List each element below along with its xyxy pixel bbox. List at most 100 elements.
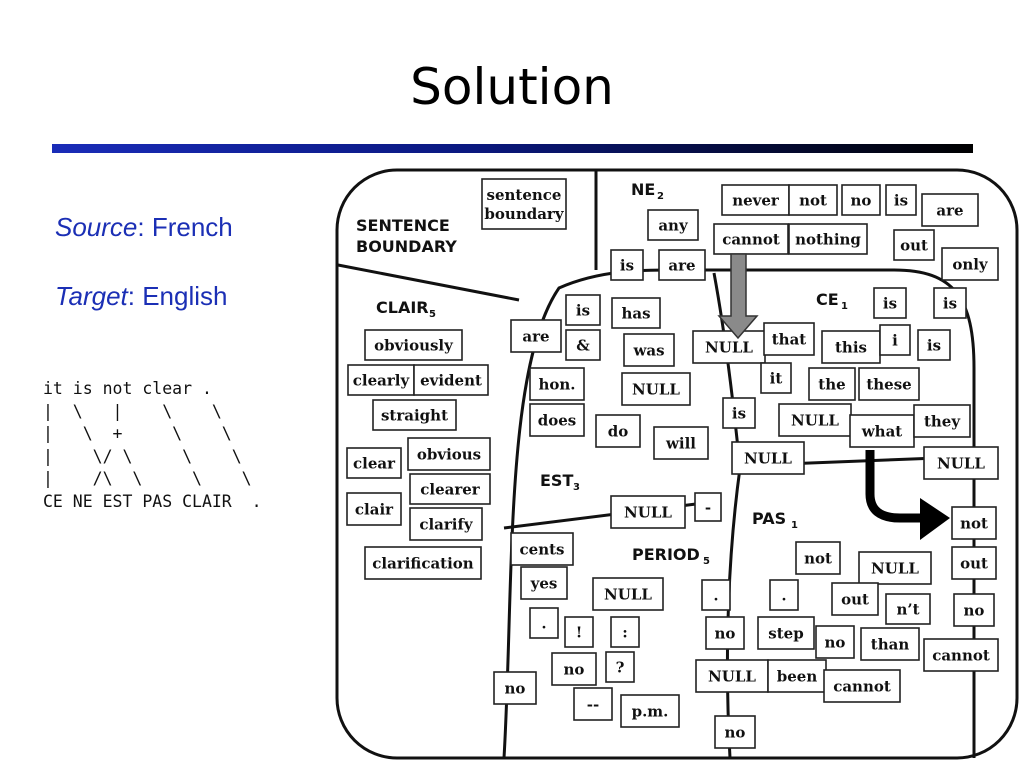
word-box-ce-they: they bbox=[913, 404, 971, 438]
word-box-label: has bbox=[621, 304, 650, 322]
word-box-label: than bbox=[871, 635, 910, 653]
word-box-label: NULL bbox=[705, 338, 753, 356]
word-box-ce-the: the bbox=[808, 367, 856, 401]
word-box-frame bbox=[573, 687, 613, 721]
word-box-label: ! bbox=[576, 623, 583, 641]
word-box-per-colon: : bbox=[610, 616, 640, 648]
word-box-cl-clear: clear bbox=[346, 447, 402, 479]
word-box-frame bbox=[695, 659, 769, 693]
word-box-frame bbox=[849, 414, 915, 448]
target-line: Target: English bbox=[55, 281, 228, 312]
region-est-subscript: 3 bbox=[573, 482, 580, 493]
word-box-ce-i: i bbox=[879, 324, 911, 356]
word-box-cl-evident: evident bbox=[413, 364, 489, 396]
down-arrow-icon bbox=[717, 253, 759, 340]
word-box-ne-is: is bbox=[885, 184, 917, 216]
word-box-label: clear bbox=[353, 454, 396, 472]
source-label: Source bbox=[55, 212, 138, 242]
region-clair-subscript: 5 bbox=[429, 309, 436, 320]
word-box-label: yes bbox=[530, 574, 558, 592]
word-box-frame bbox=[788, 223, 868, 255]
word-box-label: is bbox=[883, 294, 897, 312]
word-box-label: is bbox=[732, 404, 746, 422]
word-box-frame bbox=[823, 669, 901, 703]
word-box-frame bbox=[951, 546, 997, 580]
word-box-label: does bbox=[538, 411, 576, 429]
word-box-label: are bbox=[668, 256, 695, 274]
word-box-frame bbox=[858, 367, 920, 401]
word-box-est-does: does bbox=[529, 403, 585, 437]
word-box-label: & bbox=[576, 336, 590, 354]
word-box-label: obvious bbox=[417, 445, 481, 463]
word-box-frame bbox=[692, 330, 766, 364]
word-box-label: - bbox=[705, 498, 711, 516]
word-box-label: out bbox=[900, 236, 928, 254]
word-box-frame bbox=[731, 441, 805, 475]
word-box-frame bbox=[653, 426, 709, 460]
word-box-est-null2: NULL bbox=[610, 495, 686, 529]
word-box-frame bbox=[879, 324, 911, 356]
word-box-frame bbox=[595, 414, 641, 448]
word-box-label: that bbox=[772, 330, 807, 348]
word-box-frame bbox=[409, 473, 491, 505]
word-box-label: hon. bbox=[538, 375, 575, 393]
word-box-est-do: do bbox=[595, 414, 641, 448]
word-box-label: NULL bbox=[604, 585, 652, 603]
word-box-ne-only: only bbox=[941, 247, 999, 281]
word-box-frame bbox=[409, 507, 483, 541]
word-box-label: are bbox=[936, 201, 963, 219]
alignment-line: | \ | \ \ bbox=[43, 401, 222, 421]
alignment-line: | \ + \ \ bbox=[43, 424, 232, 443]
word-box-pas-nt: n’t bbox=[885, 593, 931, 625]
word-box-label: no bbox=[505, 679, 526, 697]
region-sentence-boundary-label: SENTENCE bbox=[356, 216, 450, 235]
word-box-label: out bbox=[841, 590, 869, 608]
word-box-r-cannot: cannot bbox=[923, 638, 999, 672]
region-pas-label: PAS bbox=[752, 509, 786, 528]
word-box-r-out: out bbox=[951, 546, 997, 580]
word-box-frame bbox=[510, 319, 562, 353]
word-box-ce-is2: is bbox=[933, 287, 967, 319]
word-box-ne-cannot: cannot bbox=[713, 223, 789, 255]
word-box-label: not bbox=[960, 514, 988, 532]
outer-border bbox=[335, 168, 1019, 760]
word-box-est-has: has bbox=[611, 297, 661, 329]
region-ce-subscript: 1 bbox=[841, 301, 848, 312]
slide-title: Solution bbox=[410, 58, 614, 116]
word-box-frame bbox=[788, 184, 838, 216]
right-arrow-icon bbox=[920, 498, 950, 540]
word-box-est-amp: & bbox=[565, 329, 601, 361]
word-box-frame bbox=[921, 193, 979, 227]
word-box-label: NULL bbox=[871, 559, 919, 577]
word-box-frame bbox=[860, 627, 920, 661]
word-box-per-dot: . bbox=[529, 607, 559, 639]
word-box-r-not: not bbox=[951, 506, 997, 540]
word-box-frame bbox=[933, 287, 967, 319]
word-box-label: clearly bbox=[353, 371, 411, 389]
region-period-label: PERIOD bbox=[632, 545, 700, 564]
word-box-label: is bbox=[620, 256, 634, 274]
alignment-line: | \/ \ \ \ bbox=[43, 446, 242, 466]
word-box-frame bbox=[722, 397, 756, 429]
word-box-ce-null2: NULL bbox=[778, 403, 852, 437]
region-labels: SENTENCE BOUNDARY NE 2 CLAIR 5 CE 1 EST … bbox=[356, 180, 848, 567]
word-box-label: cannot bbox=[932, 646, 990, 664]
word-box-label: nothing bbox=[795, 230, 861, 248]
word-box-label: do bbox=[608, 422, 629, 440]
word-box-label: is bbox=[576, 301, 590, 319]
word-box-label: no bbox=[964, 601, 985, 619]
word-box-frame bbox=[951, 506, 997, 540]
word-box-frame bbox=[778, 403, 852, 437]
word-box-label: only bbox=[952, 255, 989, 273]
word-box-ce-that: that bbox=[763, 322, 815, 356]
word-box-frame bbox=[610, 249, 644, 281]
region-est-label: EST bbox=[540, 471, 573, 490]
word-box-ne-never: never bbox=[721, 184, 790, 216]
word-box-frame bbox=[885, 593, 931, 625]
alignment-line: it is not clear . bbox=[43, 379, 212, 398]
word-box-frame bbox=[592, 577, 664, 611]
region-clair-label: CLAIR bbox=[376, 298, 429, 317]
word-box-label: cannot bbox=[722, 230, 780, 248]
source-value: : French bbox=[137, 212, 233, 242]
